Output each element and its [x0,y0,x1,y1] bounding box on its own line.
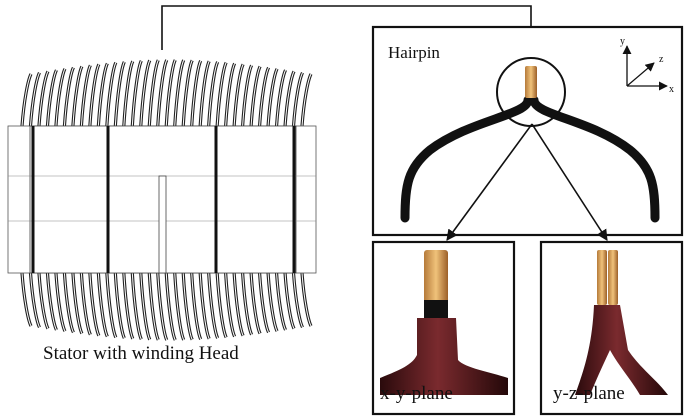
winding-loop-highlight [80,272,91,335]
axis-x-label: x [669,84,674,95]
winding-loop [300,73,313,127]
hairpin-copper-tip [525,66,537,98]
winding-loop-highlight [123,272,134,339]
axes-icon [622,45,668,91]
winding-loop-highlight [131,272,142,340]
winding-loop-highlight [114,272,125,339]
core-slot [158,175,167,274]
winding-loop [300,272,313,327]
winding-loop-highlight [157,59,168,127]
winding-loop-highlight [208,272,219,339]
winding-loop-highlight [55,68,66,127]
winding-loop-highlight [259,67,270,127]
winding-loop-highlight [89,64,100,127]
xy-view-image [380,250,508,395]
winding-loop-highlight [80,65,91,127]
winding-loop-highlight [46,272,57,331]
winding-head-top [20,59,313,127]
winding-loop-highlight [199,272,210,339]
winding-loop-highlight [140,272,151,340]
winding-loop-highlight [182,272,193,340]
winding-loop-highlight [63,67,74,127]
winding-loop-highlight [182,60,193,127]
winding-loop-highlight [208,61,219,127]
winding-loop-highlight [267,68,278,127]
winding-loop-highlight [267,272,278,332]
winding-loop-highlight [29,272,40,328]
winding-loop-highlight [89,272,100,336]
winding-loop-highlight [301,73,312,127]
axis-z-label: z [659,54,664,65]
winding-loop-highlight [293,272,303,328]
winding-loop-highlight [165,272,176,341]
winding-loop-highlight [72,66,83,127]
winding-loop-highlight [21,272,32,327]
yz-plane-label: y-z-plane [553,383,625,404]
axis-y-label: y [620,36,625,47]
winding-loop-highlight [293,72,303,127]
winding-loop-highlight [233,272,244,336]
winding-loop-highlight [21,73,32,127]
hairpin-title: Hairpin [388,43,440,62]
winding-loop-highlight [225,272,236,337]
winding-loop-highlight [63,272,74,333]
winding-loop-highlight [140,60,151,127]
winding-loop-highlight [191,272,202,340]
arrow-to-yz-view [531,123,608,241]
winding-head-bottom [20,272,313,341]
winding-loop-highlight [242,65,253,127]
winding-loop-highlight [55,272,66,332]
winding-loop-highlight [250,66,261,127]
winding-loop-highlight [284,71,295,127]
winding-loop-highlight [38,272,49,329]
winding-loop-highlight [148,59,159,127]
winding-loop-highlight [284,272,295,329]
winding-loop-highlight [97,63,108,127]
winding-loop-highlight [131,60,142,127]
arrow-to-xy-view [446,123,533,241]
winding-loop-highlight [174,59,185,127]
winding-loop-highlight [250,272,261,334]
winding-loop-highlight [301,272,312,327]
winding-loop-highlight [114,61,125,127]
yz-view-image [575,250,668,395]
winding-loop-highlight [191,60,202,127]
hairpin-wire [400,66,660,223]
winding-loop-highlight [242,272,253,335]
winding-loop-highlight [216,62,227,127]
winding-loop-highlight [165,59,176,127]
winding-loop-highlight [259,272,270,333]
stator [7,59,317,341]
winding-loop-highlight [157,272,168,341]
winding-loop-highlight [233,64,244,127]
winding-loop-highlight [123,61,134,127]
winding-loop-highlight [106,272,117,338]
winding-loop-highlight [72,272,83,334]
winding-loop-highlight [106,62,117,127]
winding-loop-highlight [174,272,185,341]
winding-loop-highlight [276,69,287,127]
winding-loop-highlight [225,63,236,127]
winding-loop-highlight [276,272,287,331]
winding-loop-highlight [199,61,210,127]
winding-loop-highlight [46,69,57,127]
stator-caption: Stator with winding Head [43,343,239,364]
winding-loop-highlight [97,272,108,337]
winding-loop-highlight [29,72,40,127]
xy-plane-label: x-y-plane [380,383,453,404]
winding-loop-highlight [148,272,159,341]
winding-loop-highlight [216,272,227,338]
winding-loop-highlight [38,71,49,127]
